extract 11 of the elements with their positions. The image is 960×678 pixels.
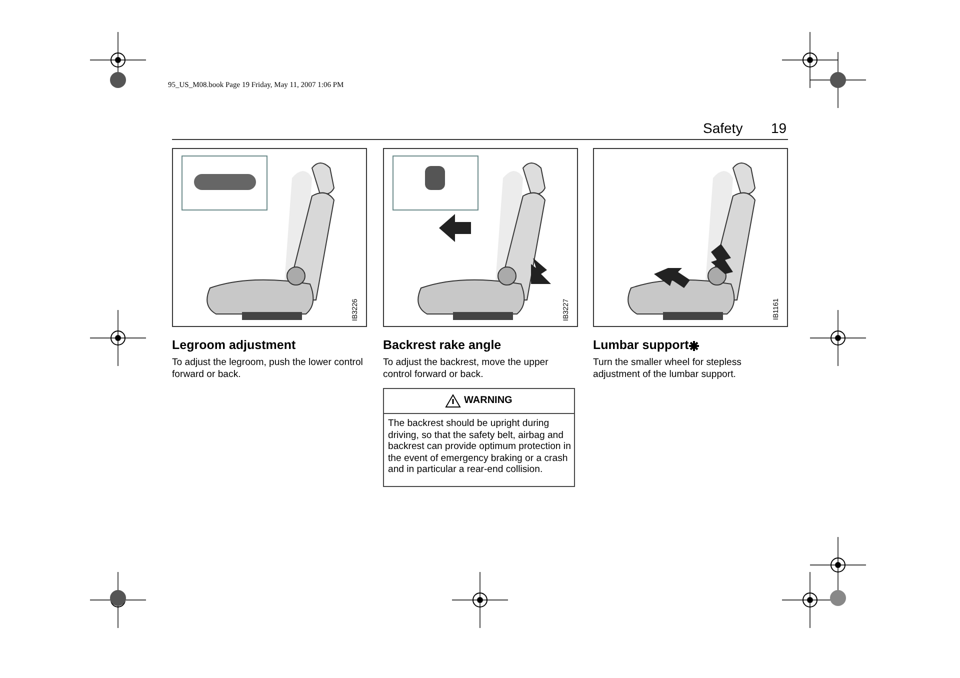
warning-text: The backrest should be upright during driving, so that the safety belt, airbag and backrest can provide optimum protection in the event of emergency braking or a crash and in particular a rear-end collision.: [388, 418, 572, 476]
section-heading: Lumbar support: [593, 338, 689, 352]
section-heading: Backrest rake angle: [383, 338, 502, 352]
body-text: To adjust the backrest, move the upper control forward or back.: [383, 357, 550, 380]
body-text: Turn the smaller wheel for stepless adjustment of the lumbar support.: [593, 357, 742, 380]
warning-heading: WARNING: [464, 395, 512, 406]
page-number: 19: [771, 120, 787, 136]
section-title: Safety: [703, 120, 743, 136]
section-heading: Legroom adjustment: [172, 338, 296, 352]
warning-box: [383, 388, 575, 487]
body-text: To adjust the legroom, push the lower control forward or back.: [172, 357, 364, 380]
